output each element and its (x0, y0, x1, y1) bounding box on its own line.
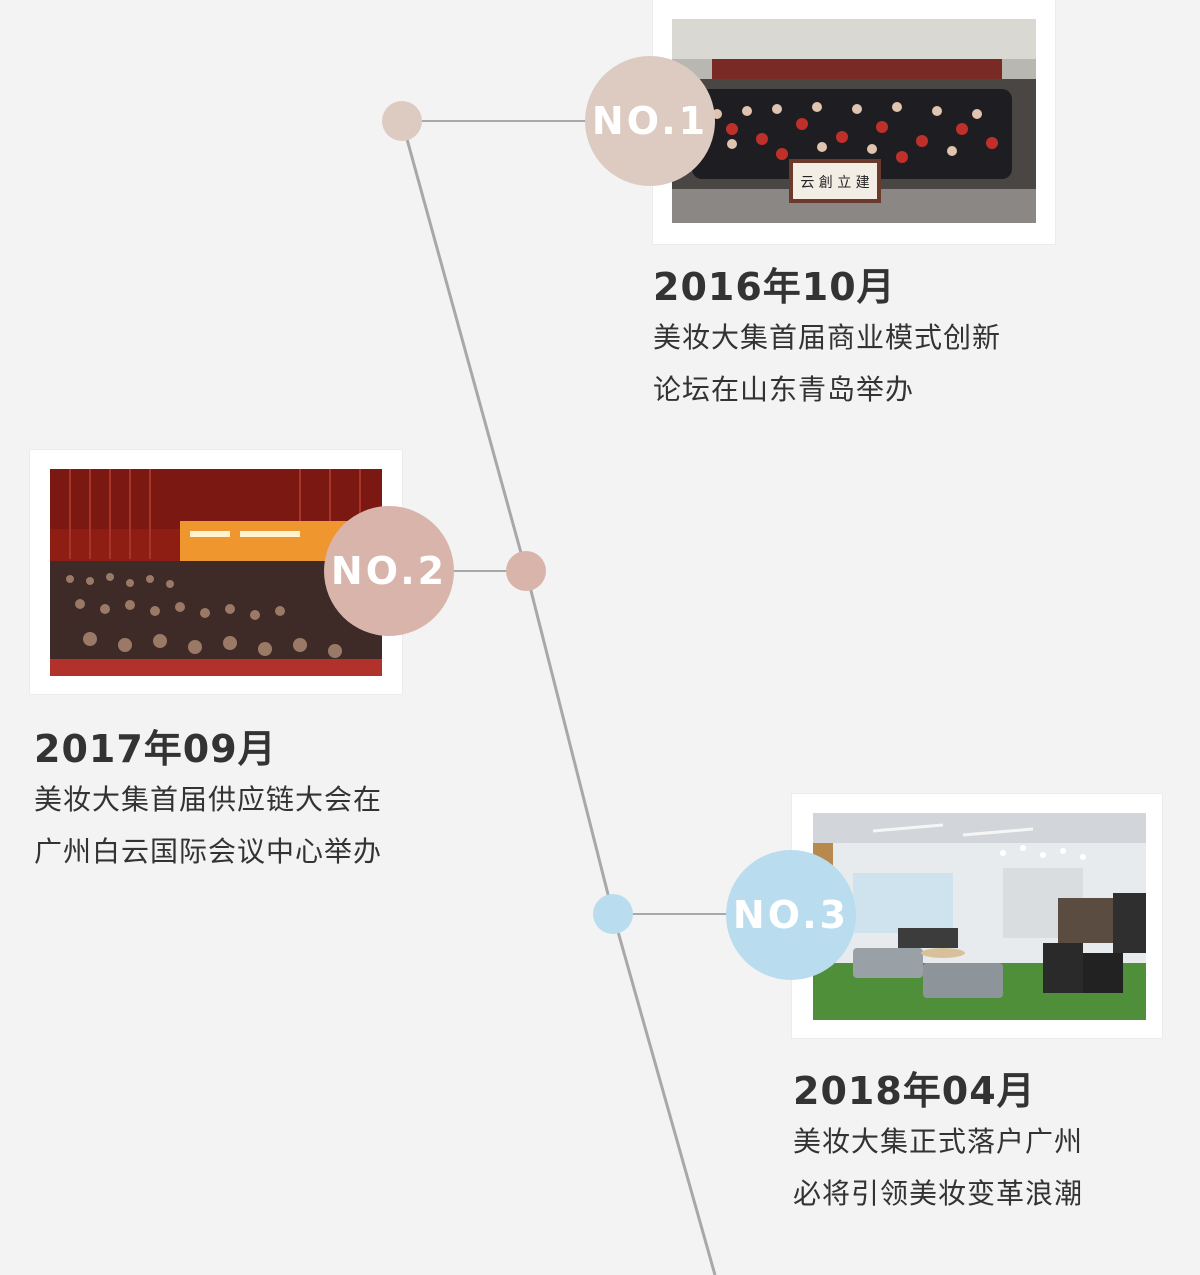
event-date-3: 2018年04月 (793, 1069, 1036, 1113)
event-desc-1-line2: 论坛在山东青岛举办 (653, 373, 915, 406)
badge-no3: NO.3 (726, 850, 856, 980)
event-desc-2-line2: 广州白云国际会议中心举办 (34, 835, 383, 868)
scroll-calligraphy: 云 創 立 建 (800, 175, 869, 191)
event-date-2: 2017年09月 (34, 727, 277, 771)
badge-no1: NO.1 (585, 56, 715, 186)
photo-frame-1: 云 創 立 建 (653, 0, 1055, 244)
event-date-1: 2016年10月 (653, 265, 896, 309)
badge-no2: NO.2 (324, 506, 454, 636)
event-desc-3-line1: 美妆大集正式落户广州 (793, 1125, 1084, 1158)
event-desc-1-line1: 美妆大集首届商业模式创新 (653, 321, 1002, 354)
photo-frame-2 (30, 450, 402, 694)
event-photo-1: 云 創 立 建 (672, 19, 1036, 223)
timeline-node-3 (593, 894, 633, 934)
timeline-node-1 (382, 101, 422, 141)
event-description-3: 美妆大集正式落户广州 必将引领美妆变革浪潮 (793, 1116, 1083, 1220)
event-desc-3-line2: 必将引领美妆变革浪潮 (793, 1177, 1084, 1210)
timeline-node-2 (506, 551, 546, 591)
event-description-2: 美妆大集首届供应链大会在 广州白云国际会议中心举办 (34, 774, 382, 878)
event-photo-3 (813, 813, 1146, 1020)
event-description-1: 美妆大集首届商业模式创新 论坛在山东青岛举办 (653, 312, 1001, 416)
event-desc-2-line1: 美妆大集首届供应链大会在 (34, 783, 383, 816)
